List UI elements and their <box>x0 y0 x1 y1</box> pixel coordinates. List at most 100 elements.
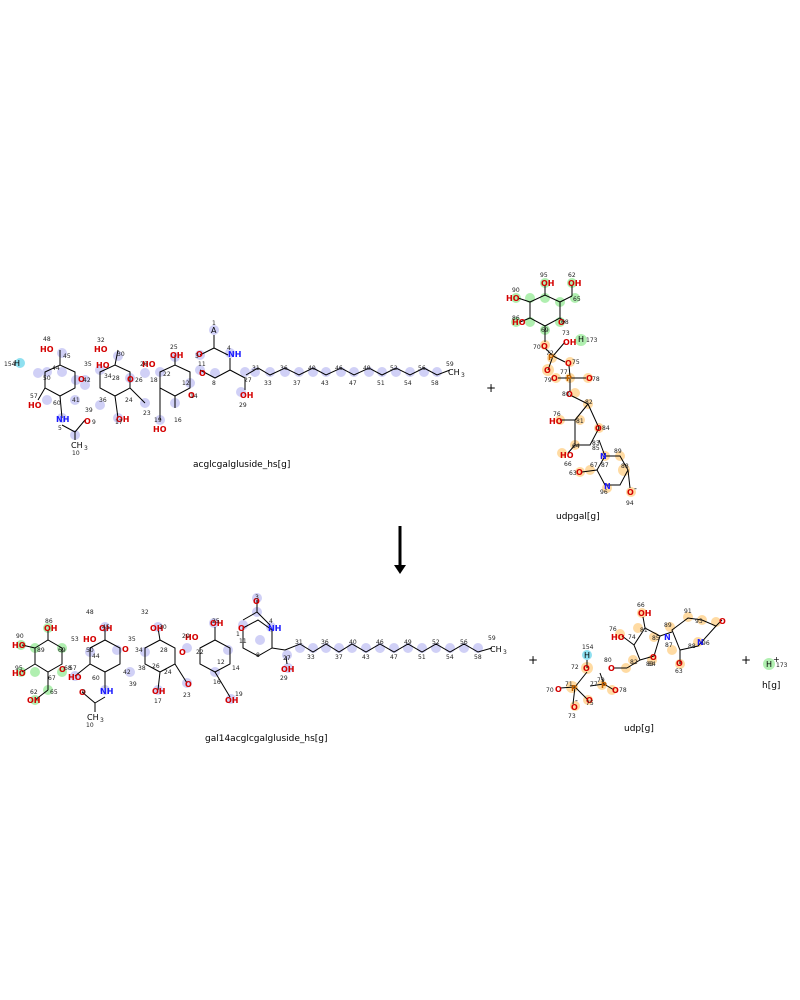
svg-text:A: A <box>211 326 217 335</box>
svg-text:60: 60 <box>92 675 100 682</box>
svg-text:84: 84 <box>602 425 610 432</box>
svg-text:88: 88 <box>621 463 629 470</box>
svg-text:48: 48 <box>86 609 94 616</box>
svg-text:56: 56 <box>460 639 468 646</box>
svg-text:O: O <box>196 350 203 359</box>
svg-text:87: 87 <box>601 462 609 469</box>
svg-text:O: O <box>79 688 86 697</box>
svg-text:58: 58 <box>431 380 439 387</box>
svg-text:CH: CH <box>87 713 99 722</box>
svg-text:23: 23 <box>183 692 191 699</box>
svg-text:26: 26 <box>135 377 143 384</box>
svg-text:25: 25 <box>212 618 220 625</box>
svg-text:O: O <box>608 664 615 673</box>
svg-text:P: P <box>548 353 554 362</box>
svg-text:O: O <box>627 488 634 497</box>
atom-highlight-cyan <box>582 650 592 660</box>
svg-text:NH: NH <box>268 624 281 633</box>
svg-text:36: 36 <box>321 639 329 646</box>
svg-text:50: 50 <box>86 647 94 654</box>
svg-text:26: 26 <box>152 663 160 670</box>
svg-text:O: O <box>179 648 186 657</box>
svg-text:O: O <box>595 424 602 433</box>
svg-text:OH: OH <box>281 665 295 674</box>
svg-text:71: 71 <box>565 681 573 688</box>
svg-text:42: 42 <box>123 669 131 676</box>
svg-text:78: 78 <box>592 376 600 383</box>
svg-text:83: 83 <box>592 440 600 447</box>
svg-text:83: 83 <box>646 661 654 668</box>
svg-text:NH: NH <box>228 350 241 359</box>
svg-text:33: 33 <box>307 654 315 661</box>
svg-text:OH: OH <box>152 687 166 696</box>
svg-text:34: 34 <box>135 647 143 654</box>
svg-text:19: 19 <box>235 691 243 698</box>
svg-text:16: 16 <box>174 417 182 424</box>
svg-text:90: 90 <box>512 287 520 294</box>
reactant-1-name: acglcgalgluside_hs[g] <box>193 460 290 470</box>
heteroatom-labels: OH HO O N O N O H O O P O O P O O - <box>555 609 726 712</box>
product-2-name: udp[g] <box>624 724 654 734</box>
svg-text:O: O <box>544 366 551 375</box>
svg-text:36: 36 <box>99 397 107 404</box>
svg-text:N: N <box>604 482 611 491</box>
svg-text:28: 28 <box>160 647 168 654</box>
svg-text:NH: NH <box>56 415 69 424</box>
svg-text:35: 35 <box>128 636 136 643</box>
svg-text:O: O <box>583 664 590 673</box>
svg-text:10: 10 <box>86 722 94 729</box>
svg-text:P: P <box>566 374 572 383</box>
svg-text:3: 3 <box>255 594 259 601</box>
svg-text:80: 80 <box>604 657 612 664</box>
svg-text:59: 59 <box>446 361 454 368</box>
svg-text:O: O <box>571 703 578 712</box>
svg-text:3: 3 <box>503 649 507 656</box>
svg-text:NH: NH <box>100 687 113 696</box>
svg-text:88: 88 <box>688 643 696 650</box>
svg-text:23: 23 <box>143 410 151 417</box>
svg-text:H: H <box>14 359 20 368</box>
svg-text:OH: OH <box>568 279 582 288</box>
svg-text:1: 1 <box>212 320 216 327</box>
svg-text:33: 33 <box>264 380 272 387</box>
svg-text:14: 14 <box>232 665 240 672</box>
svg-text:28: 28 <box>112 375 120 382</box>
svg-text:62: 62 <box>30 689 38 696</box>
svg-text:O: O <box>127 375 134 384</box>
molecule-udpgal: OH OH HO HO O O OH H P O O P O O O O HO … <box>506 272 637 522</box>
svg-text:46: 46 <box>376 639 384 646</box>
atom-number-labels: 95 62 90 65 86 68 69 73 173 70 72 75 77 … <box>512 272 634 507</box>
svg-text:94: 94 <box>626 500 634 507</box>
svg-text:31: 31 <box>252 365 260 372</box>
svg-text:HO: HO <box>560 451 574 460</box>
svg-text:86: 86 <box>45 618 53 625</box>
svg-text:48: 48 <box>43 336 51 343</box>
svg-text:O: O <box>558 318 565 327</box>
svg-text:OH: OH <box>27 696 41 705</box>
svg-text:-: - <box>575 696 578 705</box>
svg-text:49: 49 <box>404 639 412 646</box>
atom-highlights-green <box>511 278 587 346</box>
svg-text:95: 95 <box>15 665 23 672</box>
svg-text:89: 89 <box>37 647 45 654</box>
svg-text:46: 46 <box>335 365 343 372</box>
svg-text:P: P <box>601 681 607 690</box>
svg-text:N: N <box>697 638 704 647</box>
svg-text:52: 52 <box>432 639 440 646</box>
svg-text:77: 77 <box>590 681 598 688</box>
svg-text:H: H <box>584 651 590 660</box>
svg-text:43: 43 <box>362 654 370 661</box>
molecule-acglcgalgluside: A O NH O OH OH O HO HO O HO HO OH HO O H… <box>4 320 465 470</box>
svg-text:22: 22 <box>196 649 204 656</box>
svg-text:91: 91 <box>684 608 692 615</box>
svg-text:22: 22 <box>163 371 171 378</box>
svg-text:O: O <box>565 359 572 368</box>
svg-text:44: 44 <box>92 653 100 660</box>
svg-text:25: 25 <box>170 344 178 351</box>
svg-text:HO: HO <box>83 635 97 644</box>
svg-text:39: 39 <box>129 681 137 688</box>
svg-text:40: 40 <box>308 365 316 372</box>
svg-text:44: 44 <box>52 365 60 372</box>
svg-text:96: 96 <box>702 640 710 647</box>
